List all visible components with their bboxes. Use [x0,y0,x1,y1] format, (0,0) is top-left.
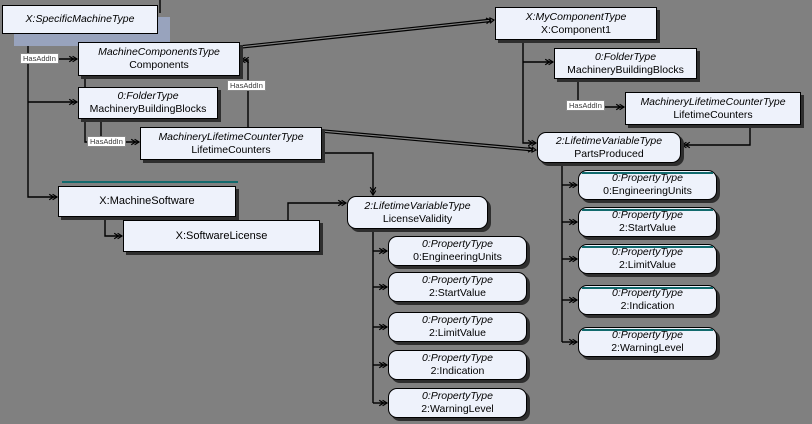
node-instance-label: 2:LimitValue [428,327,486,339]
node-type-label: 0:PropertyType [611,172,683,184]
teal-edge [582,172,713,174]
node-instance-label: LicenseValidity [382,212,453,225]
node-type-label: 0:PropertyType [421,352,493,364]
node-instance-label: LifetimeCounters [191,143,271,156]
node-type-label: X:MyComponentType [525,10,627,23]
node-type-label: 0:FolderType [594,50,657,63]
node-type-label: 0:PropertyType [611,209,683,221]
node-instance-label: 2:Indication [620,300,675,312]
node-type-label: 0:PropertyType [611,246,683,258]
node-type-label: 0:FolderType [117,90,179,102]
node-instance-label: 2:StartValue [428,287,486,299]
node-instance-label: 2:WarningLevel [421,403,494,415]
software-license[interactable]: X:SoftwareLicense [123,220,320,252]
node-type-label: 0:PropertyType [421,390,493,402]
has-addin-label: HasAddIn [566,100,605,111]
specific-machine-type[interactable]: X:SpecificMachineType [2,5,158,34]
node-instance-label: MachineryBuildingBlocks [567,63,684,76]
teal-edge [582,329,713,331]
node-type-label: 0:PropertyType [421,314,493,326]
has-addin-label: HasAddIn [87,136,126,147]
node-type-label: MachineryLifetimeCounterType [158,130,304,143]
node-type-label: X:SpecificMachineType [25,13,135,25]
node-instance-label: PartsProduced [574,147,644,160]
teal-edge [582,209,713,211]
node-instance-label: 2:Indication [430,365,485,377]
node-instance-label: 0:EngineeringUnits [603,185,692,197]
node-instance-label: 2:StartValue [618,222,676,234]
node-type-label: 2:LifetimeVariableType [555,134,663,147]
node-instance-label: LifetimeCounters [673,108,753,121]
node-instance-label: 0:EngineeringUnits [413,251,502,263]
has-addin-label: HasAddIn [227,80,266,91]
node-instance-label: MachineryBuildingBlocks [89,103,207,115]
node-instance-label: Components [129,59,189,71]
node-instance-label: 2:WarningLevel [611,342,684,354]
machine-software[interactable]: X:MachineSoftware [58,181,238,217]
teal-edge [62,181,238,183]
node-type-label: 0:PropertyType [421,274,493,286]
node-type-label: MachineComponentsType [98,46,220,58]
teal-edge [582,246,713,248]
node-instance-label: X:Component1 [540,23,612,36]
teal-edge [582,287,713,289]
node-instance-label: 2:LimitValue [618,259,676,271]
node-type-label: 0:PropertyType [611,287,683,299]
node-type-label: X:SoftwareLicense [175,229,268,242]
node-type-label: 2:LifetimeVariableType [364,199,471,212]
node-type-label: 0:PropertyType [611,329,683,341]
has-addin-label: HasAddIn [20,53,59,64]
node-type-label: X:MachineSoftware [99,195,195,207]
node-type-label: 0:PropertyType [421,238,493,250]
node-type-label: MachineryLifetimeCounterType [640,95,786,108]
